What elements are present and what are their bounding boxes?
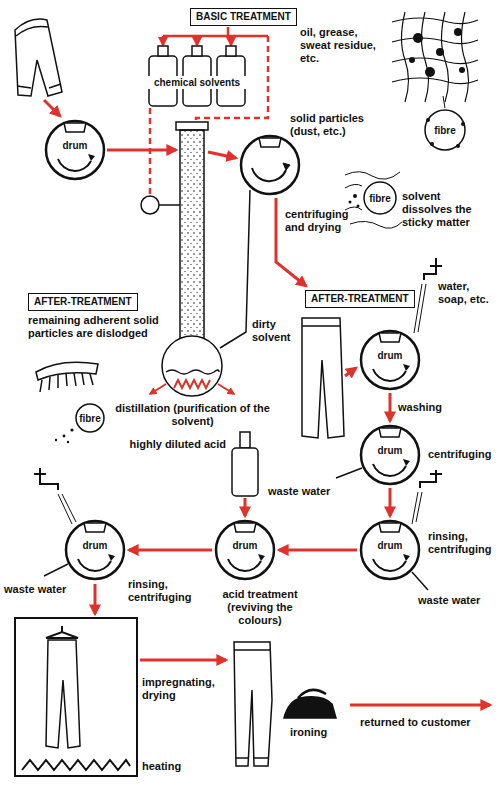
process-note: oil, grease, sweat residue, etc. [300, 26, 390, 65]
process-note: fibre [70, 412, 110, 425]
process-note: chemical solvents [147, 76, 247, 89]
trousers-pressed [234, 642, 272, 766]
drum-node: drum [359, 424, 421, 486]
process-note: highly diluted acid [120, 438, 226, 451]
process-note: fibre [360, 192, 400, 205]
drum-node: drum [64, 519, 126, 581]
stage-heading: BASIC TREATMENT [196, 11, 291, 23]
drum-label: drum [359, 350, 421, 362]
fabric-weave [392, 12, 478, 102]
process-note: solvent dissolves the sticky matter [402, 190, 474, 229]
process-note: rinsing, centrifuging [428, 530, 494, 556]
drying-cabinet [15, 618, 137, 776]
distillation-column [141, 122, 222, 396]
process-note: heating [142, 760, 202, 773]
flow-arrow [279, 549, 357, 552]
drum-label: drum [44, 140, 106, 152]
process-note: waste water [418, 594, 488, 607]
drum-label: drum [359, 445, 421, 457]
process-note: centrifuging [428, 448, 494, 461]
acid-bottle [232, 432, 258, 496]
trousers-folded [15, 19, 62, 96]
process-note: returned to customer [360, 716, 485, 729]
drum-node: drum [214, 519, 276, 581]
drum-label: drum [359, 540, 421, 552]
drum-node: drum [359, 329, 421, 391]
process-note: solid particles (dust, etc.) [290, 112, 390, 138]
stage-box: BASIC TREATMENT [190, 8, 297, 26]
process-note: waste water [268, 485, 338, 498]
stage-box: AFTER-TREATMENT [28, 293, 138, 311]
process-note: centrifuging and drying [285, 208, 355, 234]
process-note: acid treatment (reviving the colours) [205, 588, 315, 627]
flow-label: washing [396, 401, 444, 414]
drum-node: drum [359, 519, 421, 581]
process-note: fibre [425, 124, 465, 137]
stage-box: AFTER-TREATMENT [305, 290, 415, 308]
stage-heading: AFTER-TREATMENT [311, 293, 409, 305]
drum-node: drum [44, 119, 106, 181]
flow-arrow [389, 393, 392, 421]
process-note: ironing [290, 726, 350, 739]
process-note: distillation (purification of the solven… [110, 402, 275, 428]
brush [36, 362, 98, 392]
flow-arrow [389, 488, 392, 516]
iron [284, 690, 336, 718]
centrifuge-drum [241, 136, 299, 194]
process-note: dirty solvent [252, 318, 302, 344]
process-note: waste water [4, 583, 72, 596]
flow-arrow [129, 549, 212, 552]
process-note: water, soap, etc. [438, 280, 496, 306]
stage-heading: AFTER-TREATMENT [34, 296, 132, 308]
drum-label: drum [214, 540, 276, 552]
process-note: rinsing, centrifuging [128, 578, 198, 604]
drum-label: drum [64, 540, 126, 552]
trousers [302, 318, 344, 438]
process-note: impregnating, drying [142, 676, 226, 702]
process-note: remaining adherent solid particles are d… [28, 314, 168, 340]
